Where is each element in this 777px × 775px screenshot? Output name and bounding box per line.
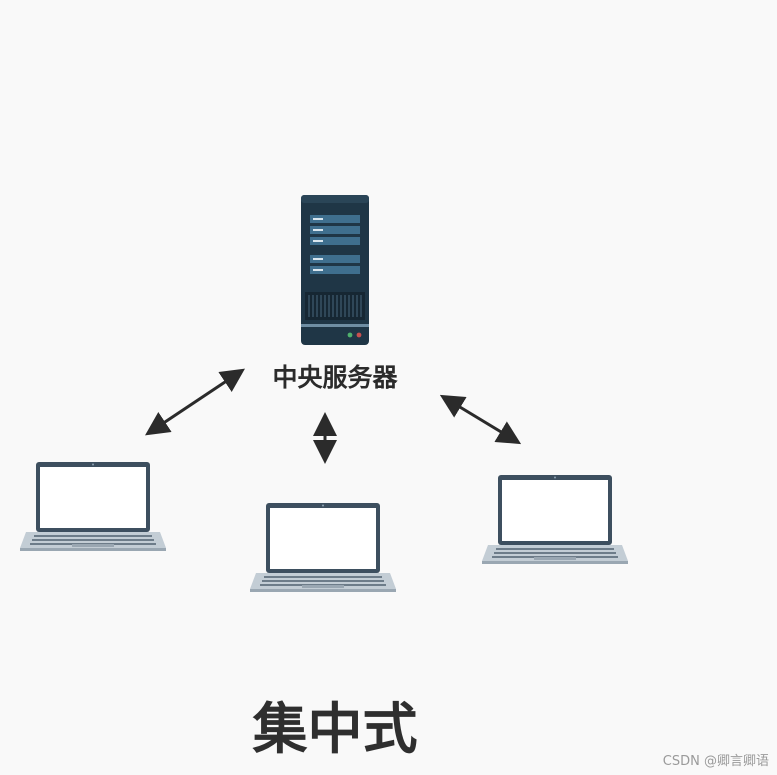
server-tower-icon [301, 195, 369, 345]
diagram-caption: 集中式 [252, 697, 418, 761]
watermark: CSDN @卿言卿语 [662, 754, 769, 769]
connection-arrows [145, 368, 522, 464]
arrow-left [145, 368, 245, 436]
laptop-icon [20, 462, 166, 551]
laptop-icon [250, 503, 396, 592]
arrow-right [439, 394, 522, 445]
server-label: 中央服务器 [272, 363, 398, 392]
laptop-icon [482, 475, 628, 564]
